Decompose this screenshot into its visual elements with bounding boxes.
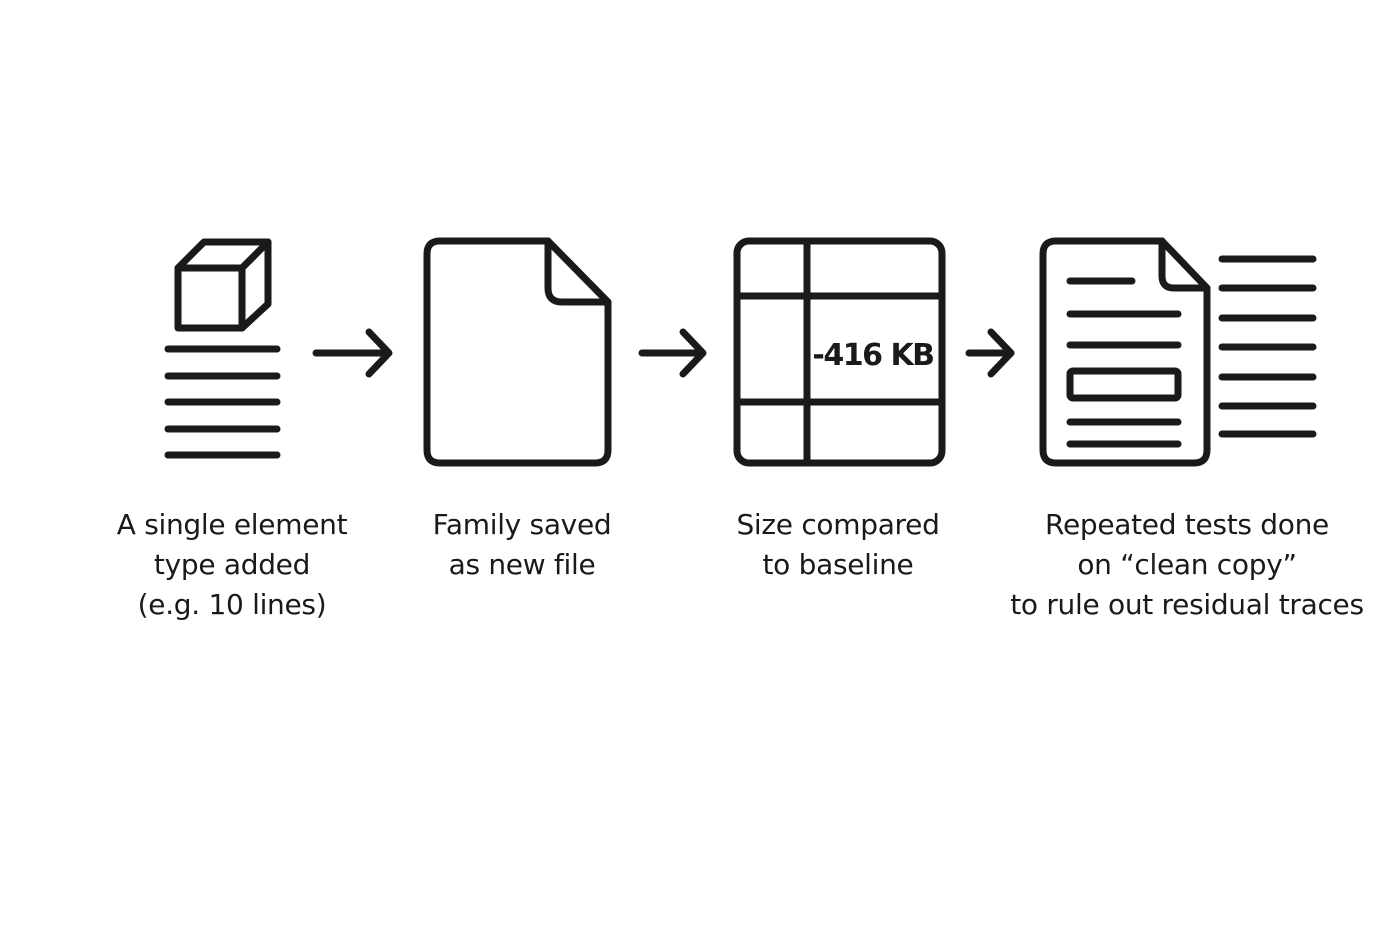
step-3-line-1: Size compared xyxy=(736,508,940,541)
step-3-caption: Size compared to baseline xyxy=(688,505,988,585)
document-with-text-icon xyxy=(1039,237,1211,467)
arrow-right-icon xyxy=(638,328,707,378)
step-4-line-3: to rule out residual traces xyxy=(1010,588,1364,621)
grid-table-icon xyxy=(733,237,946,467)
step-4-line-1: Repeated tests done xyxy=(1045,508,1329,541)
step-1-line-2: type added xyxy=(153,548,311,581)
step-2-line-2: as new file xyxy=(448,548,596,581)
blank-file-icon xyxy=(423,237,612,467)
arrow-right-icon xyxy=(965,328,1015,378)
step-4-line-2: on “clean copy” xyxy=(1077,548,1297,581)
step-2-line-1: Family saved xyxy=(432,508,612,541)
step-1-caption: A single element type added (e.g. 10 lin… xyxy=(82,505,382,625)
side-text-lines-icon xyxy=(1218,255,1317,438)
step-4-caption: Repeated tests done on “clean copy” to r… xyxy=(1002,505,1372,625)
size-difference-label: -416 KB xyxy=(812,338,933,373)
step-3-line-2: to baseline xyxy=(762,548,914,581)
cube-with-lines-icon xyxy=(164,238,281,459)
step-1-line-1: A single element xyxy=(116,508,348,541)
step-1-line-3: (e.g. 10 lines) xyxy=(137,588,327,621)
arrow-right-icon xyxy=(312,328,393,378)
step-2-caption: Family saved as new file xyxy=(372,505,672,585)
